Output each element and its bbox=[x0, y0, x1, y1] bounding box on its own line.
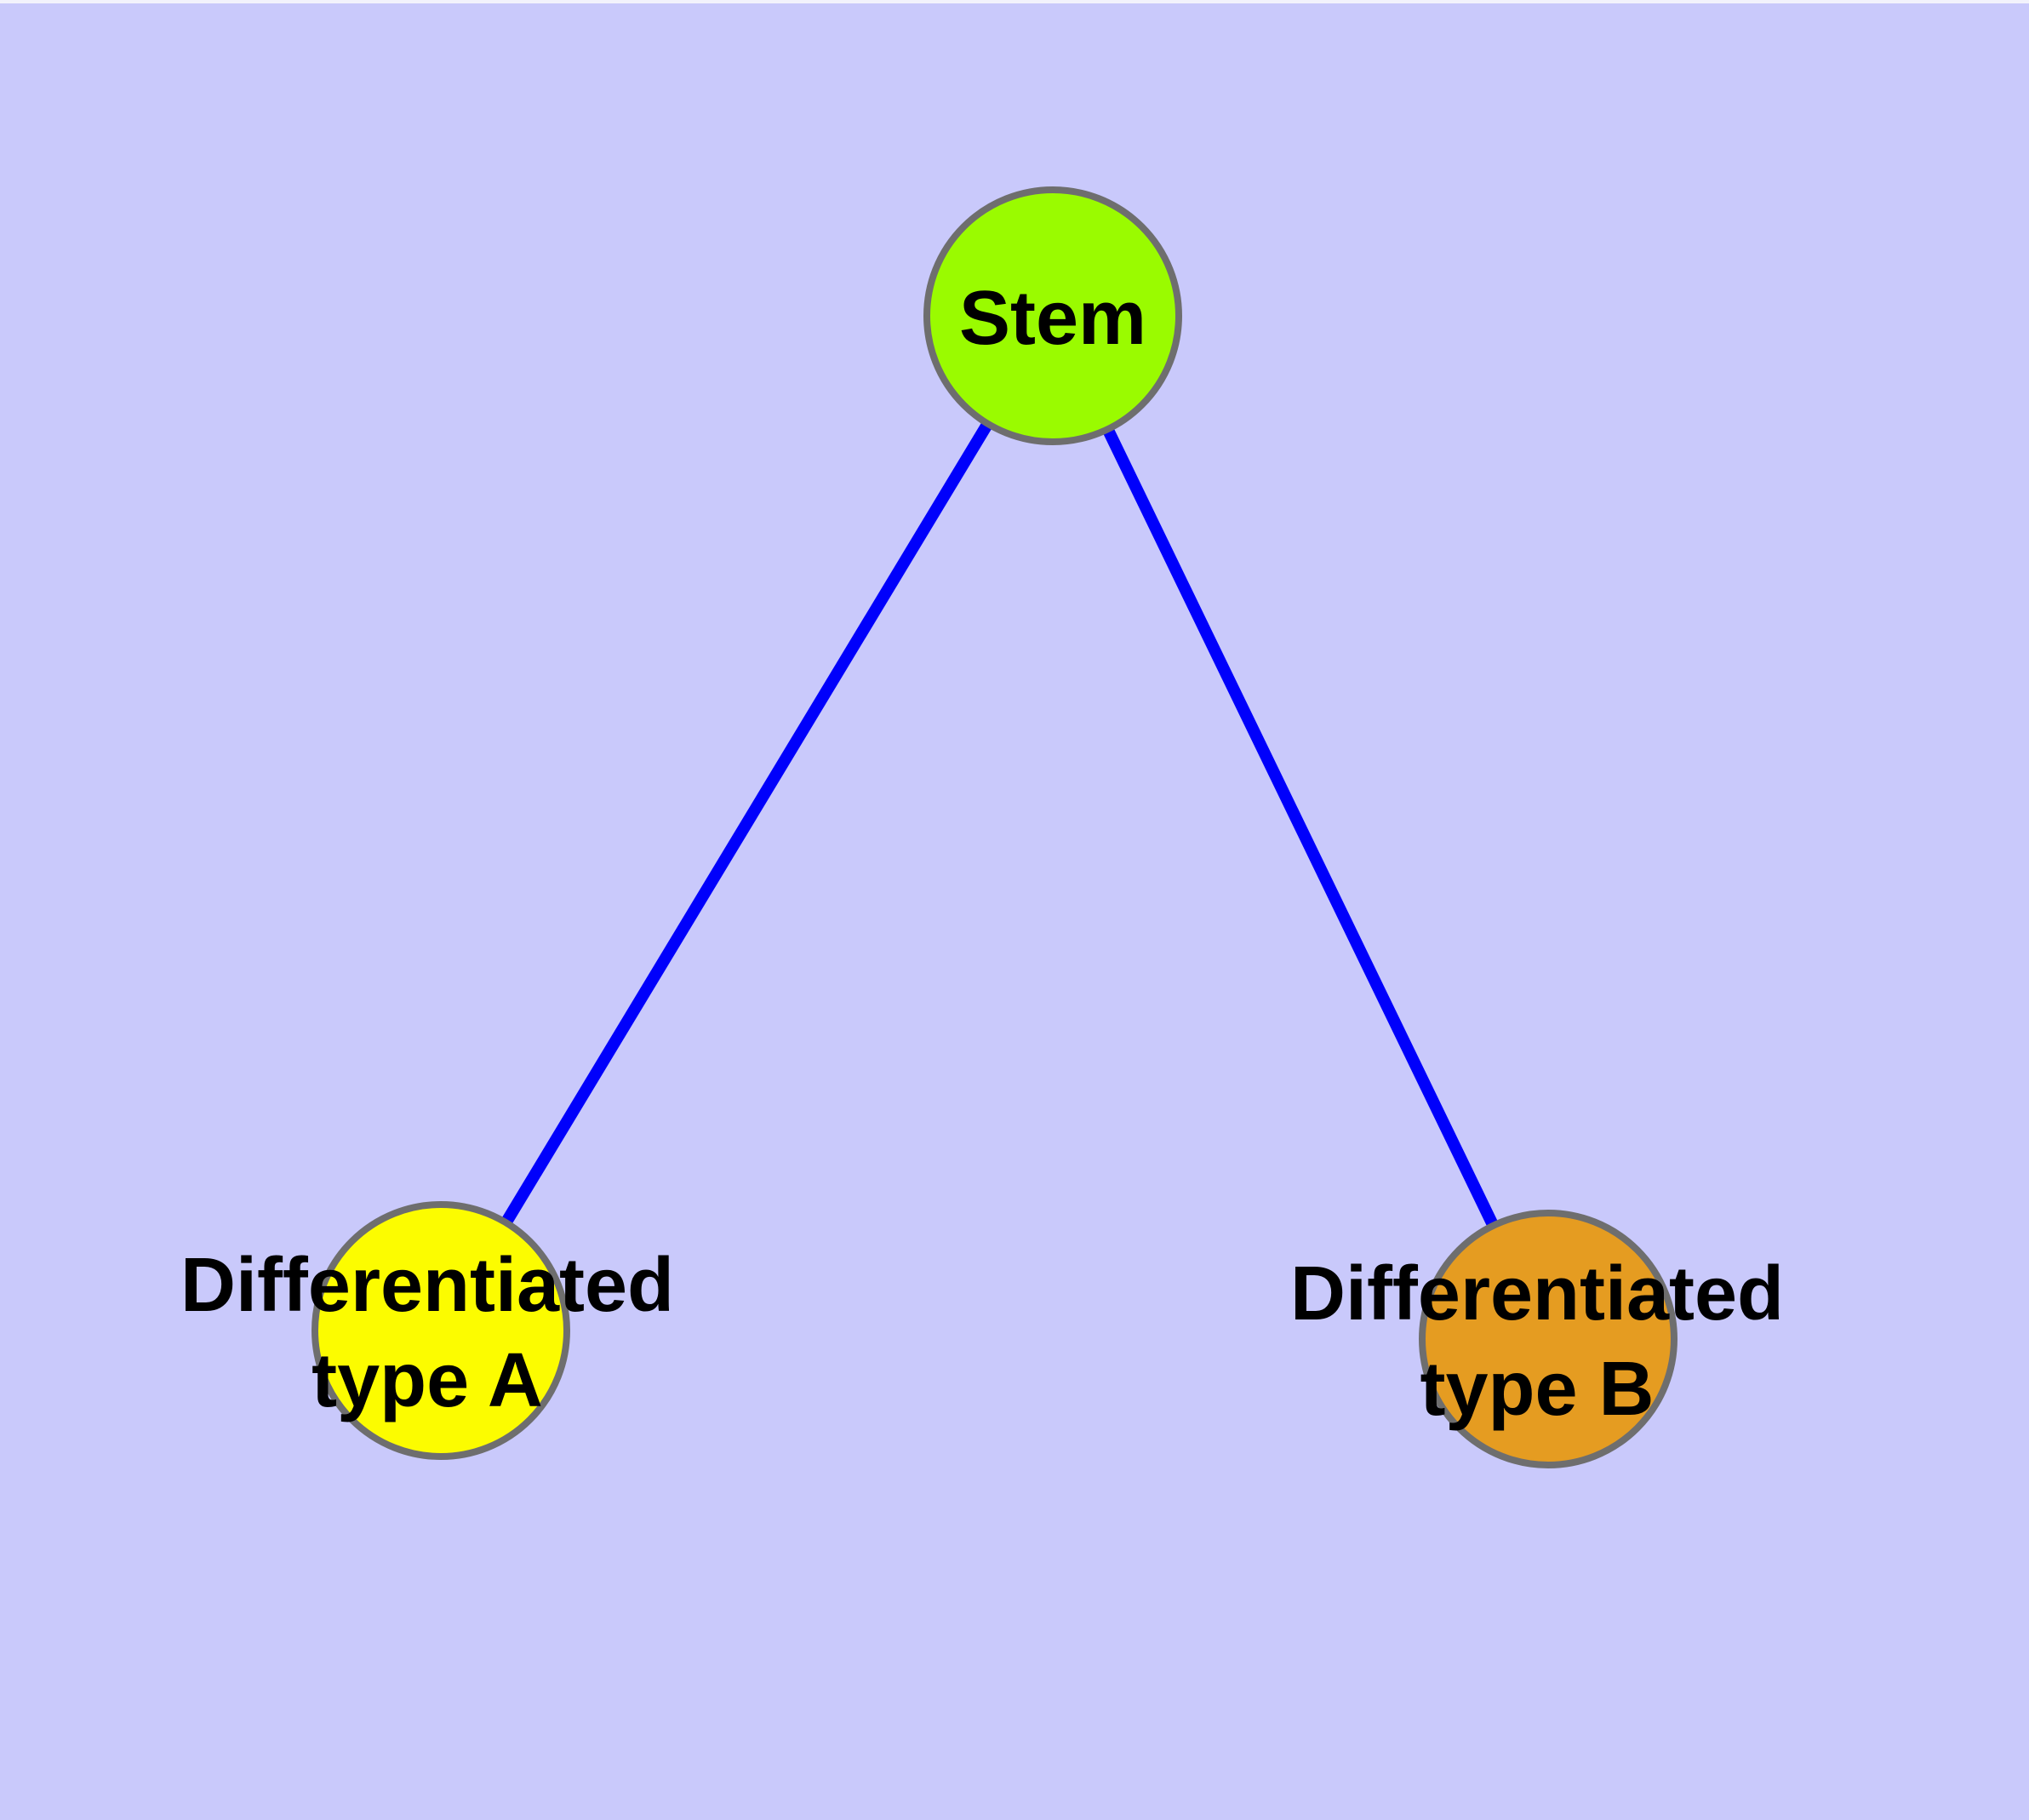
node-type-b-label-line2: type B bbox=[1420, 1347, 1654, 1432]
node-type-a-label-line2: type A bbox=[311, 1338, 543, 1423]
label-group: Stem Differentiated type A Differentiate… bbox=[180, 276, 1784, 1432]
node-type-a-label-line1: Differentiated bbox=[180, 1243, 674, 1328]
node-type-b-label-line1: Differentiated bbox=[1290, 1251, 1784, 1336]
node-type-a-circle bbox=[311, 1201, 570, 1460]
edge-group bbox=[436, 312, 1554, 1342]
node-group bbox=[311, 186, 1677, 1468]
node-stem-label: Stem bbox=[959, 276, 1146, 361]
edge-stem-to-type-a bbox=[436, 312, 1058, 1334]
node-type-b-circle bbox=[1419, 1210, 1677, 1468]
node-stem-circle bbox=[923, 186, 1182, 445]
edge-stem-to-type-b bbox=[1047, 312, 1554, 1342]
top-edge-strip bbox=[0, 0, 2029, 3]
